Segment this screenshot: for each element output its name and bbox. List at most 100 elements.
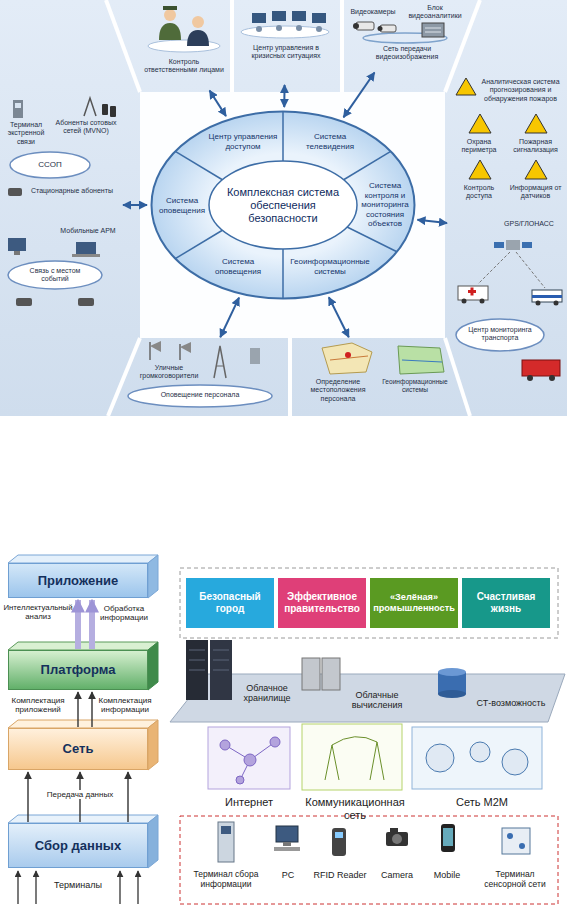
- node-label: Приложение: [12, 573, 144, 589]
- terminal-icons: [392, 834, 402, 844]
- terminal-icons: [218, 822, 530, 862]
- transport-monitoring-icon: [494, 242, 504, 248]
- transport-monitoring-icon: [456, 319, 544, 351]
- warning-icons: [469, 160, 491, 179]
- transport-monitoring-icon: [549, 375, 555, 381]
- terminal-icons: [332, 828, 346, 856]
- room-panels: [140, 92, 445, 338]
- transport-monitoring-icon: [554, 301, 559, 306]
- cloud-platform: [438, 690, 466, 698]
- terminal-icons: [441, 824, 455, 852]
- connector-arrow: [417, 220, 447, 223]
- network-pictures: [426, 744, 454, 772]
- cloud-platform: [186, 640, 208, 700]
- connector-label: Комплектация приложений: [3, 696, 73, 714]
- application-box: Счастливая жизнь: [462, 578, 550, 628]
- cloud-platform: [189, 660, 205, 661]
- connector-arrow: [91, 692, 92, 727]
- transport-monitoring-icon: [478, 252, 510, 284]
- terminal-arrows: [119, 871, 120, 904]
- picture-caption: Mobile: [424, 870, 470, 880]
- communications-icons: [10, 152, 90, 178]
- connector-arrow: [89, 600, 95, 649]
- ring-segment: Система телевидения: [297, 131, 363, 153]
- cloud-platform: [189, 650, 205, 651]
- terminal-icons: [218, 822, 234, 862]
- panel-caption: Определение местоположения персонала: [296, 378, 380, 403]
- network-pictures: [325, 745, 339, 780]
- picture-caption: PC: [268, 870, 308, 880]
- map-icons: [322, 343, 444, 374]
- picture-caption: СТ-возможность: [476, 698, 546, 708]
- transport-monitoring-icon: [480, 299, 485, 304]
- connector-label: Передача данных: [44, 790, 116, 799]
- node-label: Центр управления доступом: [208, 132, 278, 151]
- outer-ring: [152, 112, 415, 299]
- picture-caption: Интернет: [206, 796, 292, 809]
- picture-caption: Коммуникационная сеть: [293, 796, 417, 821]
- video-network-icon: [425, 32, 441, 33]
- terminal-arrows: [18, 871, 138, 904]
- crisis-center-icon: [256, 26, 262, 32]
- cloud-platform: [322, 658, 340, 690]
- scene-panel: Определение местоположения персоналаГеои…: [292, 340, 450, 412]
- picture-caption: Camera: [371, 870, 423, 880]
- officials-icon: [163, 6, 177, 10]
- video-network-icon: [422, 23, 444, 37]
- room-panels: [340, 0, 344, 92]
- connector-arrow: [329, 297, 349, 337]
- network-pictures: [244, 754, 256, 766]
- application-frame: [180, 568, 558, 638]
- map-icons: [322, 343, 372, 374]
- cloud-platform: [302, 658, 320, 690]
- communications-icons: [14, 251, 20, 255]
- communications-icons: [13, 100, 23, 118]
- crisis-center-icon: [256, 25, 322, 32]
- connector-label: Интеллектуальный анализ: [3, 604, 73, 622]
- communications-icons: [8, 238, 26, 251]
- communications-icons: [78, 298, 94, 306]
- cloud-platform: [189, 650, 229, 670]
- panel-caption: Мобильные АРМ: [58, 227, 118, 235]
- panel-caption: Центр управления в кризисных ситуациях: [238, 44, 334, 61]
- officials-icon: [192, 16, 204, 28]
- node-label: Эффективное правительство: [281, 591, 363, 615]
- room-panels: [230, 0, 234, 92]
- transport-monitoring-icon: [532, 290, 562, 302]
- inner-ellipse: [209, 161, 357, 249]
- loudspeaker-icons: [128, 341, 272, 407]
- video-network-icon: [353, 22, 447, 43]
- transport-monitoring-icon: [516, 252, 545, 288]
- segment-divider: [282, 249, 284, 299]
- segment-divider: [175, 151, 222, 179]
- application-box: Эффективное правительство: [278, 578, 366, 628]
- layer-faces: [148, 642, 158, 690]
- panel-caption: Связь с местом событий: [20, 267, 90, 284]
- panel-caption: ССОП: [20, 160, 80, 170]
- ring-segment: Система контроля и мониторинга состояния…: [356, 180, 414, 230]
- application-box: «Зелёная» промышленность: [370, 578, 458, 628]
- transport-monitoring-icon: [471, 288, 474, 296]
- cloud-platform: [438, 668, 466, 676]
- ring-segment: Система оповещения: [154, 195, 210, 217]
- transport-monitoring-icon: [456, 240, 562, 381]
- terminal-arrows: [35, 871, 36, 904]
- communications-icons: [84, 98, 96, 116]
- layer-faces: [148, 720, 158, 770]
- room-panels: [288, 338, 292, 416]
- network-pictures: [220, 737, 280, 784]
- map-icons: [402, 360, 442, 362]
- layer-slab: Приложение: [8, 563, 148, 598]
- network-pictures: [302, 724, 402, 790]
- node-label: Безопасный город: [189, 591, 271, 615]
- crisis-center-icon: [241, 11, 329, 38]
- officials-icon: [187, 30, 209, 46]
- segment-divider: [175, 230, 222, 258]
- segment-divider: [344, 151, 391, 179]
- layer-slab: Сбор данных: [8, 823, 148, 868]
- officials-icon: [159, 23, 181, 40]
- node-label: Система контроля и мониторинга состояния…: [356, 181, 414, 229]
- network-pictures: [426, 742, 528, 775]
- layer-faces: [8, 642, 158, 650]
- network-pictures: [412, 727, 542, 789]
